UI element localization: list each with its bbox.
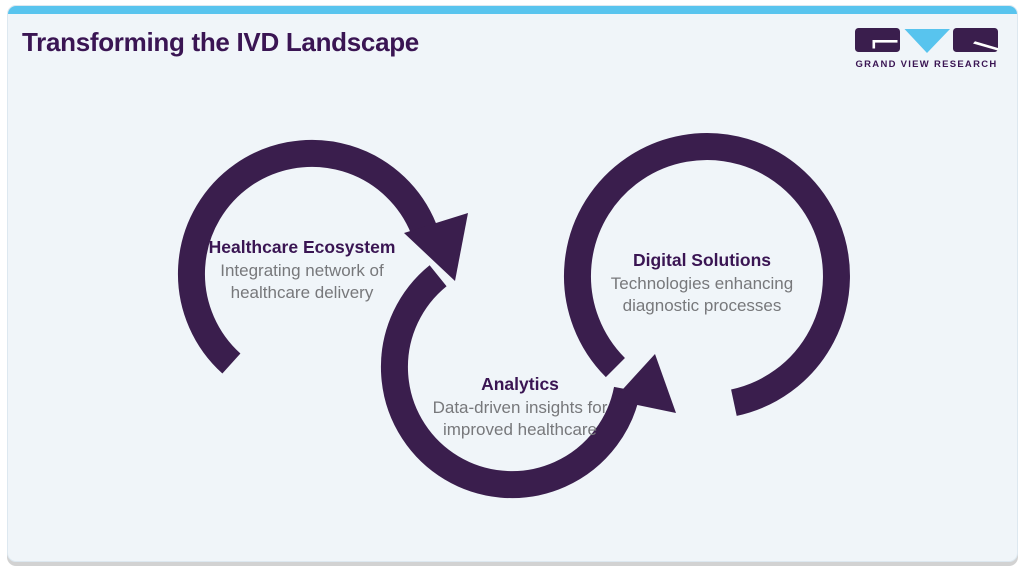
card-top-accent-bar [8, 6, 1017, 14]
node-description: Integrating network of healthcare delive… [209, 260, 396, 303]
logo-g-cut-2 [872, 40, 876, 49]
node-desc-line: Integrating network of [220, 261, 384, 280]
node-desc-line: diagnostic processes [622, 295, 782, 315]
gvr-logo-icon [855, 28, 998, 53]
brand-logo-text: GRAND VIEW RESEARCH [856, 59, 998, 70]
node-description: Technologies enhancing diagnostic proces… [611, 273, 793, 316]
logo-v-triangle [904, 29, 950, 53]
node-desc-line: Data-driven insights for [432, 398, 608, 417]
diagram-node-digital: Digital Solutions Technologies enhancing… [611, 250, 793, 316]
node-title: Digital Solutions [632, 250, 772, 270]
node-desc-line: Technologies enhancing [610, 274, 794, 293]
content-card [7, 5, 1018, 562]
logo-r-cut [973, 41, 998, 51]
node-title: Healthcare Ecosystem [208, 237, 396, 257]
node-desc-line: improved healthcare [442, 419, 598, 439]
node-desc-line: healthcare delivery [230, 282, 374, 302]
brand-logo: GRAND VIEW RESEARCH [855, 28, 998, 70]
diagram-node-analytics: Analytics Data-driven insights for impro… [433, 374, 608, 440]
node-description: Data-driven insights for improved health… [433, 397, 608, 440]
diagram-node-healthcare: Healthcare Ecosystem Integrating network… [209, 237, 396, 303]
logo-g-cut [872, 40, 898, 43]
node-title: Analytics [481, 374, 559, 394]
page-title: Transforming the IVD Landscape [22, 27, 419, 57]
